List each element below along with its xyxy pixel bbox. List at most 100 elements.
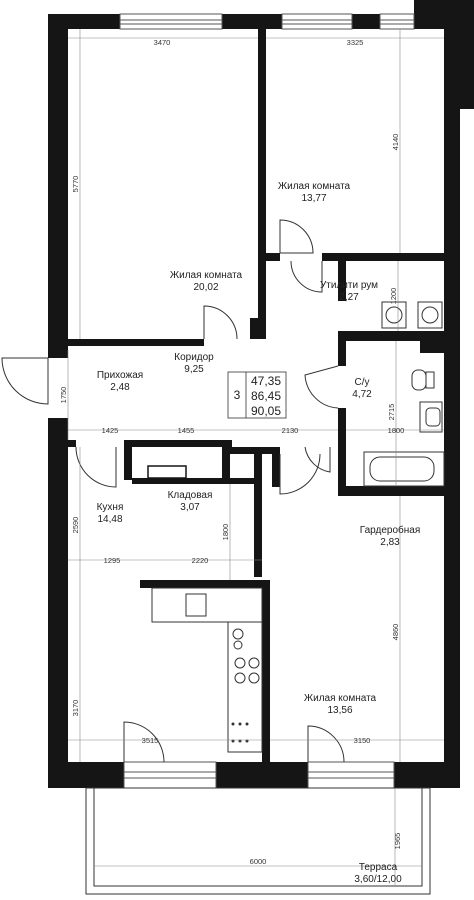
door-entrance: [1, 357, 49, 405]
dim-1800-pantry: 1800: [221, 524, 230, 541]
wall-bath-left-b: [338, 408, 346, 496]
window-living1: [119, 13, 223, 30]
fixtures: [151, 301, 445, 753]
door-wardrobe: [279, 453, 321, 495]
door-utility: [290, 260, 323, 293]
dim-3470: 3470: [154, 38, 171, 47]
dim-1200: 1200: [389, 288, 398, 305]
room-terrace-area: 3,60/12,00: [354, 874, 402, 885]
terrace-outline: [85, 787, 431, 895]
area-summary: 3 47,35 86,45 90,05: [227, 371, 287, 419]
room-living1-area: 20,02: [193, 282, 218, 293]
washbasin: [419, 401, 443, 433]
toilet: [411, 369, 427, 391]
wall-bottom-left: [48, 762, 124, 788]
wall-utility-top-b: [322, 253, 444, 261]
window-living2: [281, 13, 353, 30]
wall-wardrobe-left2: [272, 447, 280, 487]
window-living3: [307, 761, 395, 789]
door-bath: [304, 365, 339, 409]
dim-2715: 2715: [387, 404, 396, 421]
room-pantry-area: 3,07: [180, 502, 200, 513]
dim-2130: 2130: [282, 426, 299, 435]
room-wardrobe-area: 2,83: [380, 537, 400, 548]
wall-wardrobe-left: [254, 447, 262, 577]
washing-machine-2: [417, 301, 443, 329]
wall-utility-bottom-r: [420, 331, 444, 353]
wall-living-divider: [258, 29, 266, 339]
doors: [1, 219, 345, 763]
dim-1295: 1295: [104, 556, 121, 565]
dim-3325: 3325: [347, 38, 364, 47]
wall-kitchen-mid: [140, 580, 262, 588]
room-kitchen-area: 14,48: [97, 514, 122, 525]
dim-3150: 3150: [354, 736, 371, 745]
wall-pantry-right: [222, 447, 230, 482]
kitchen-counter-side: [227, 621, 263, 753]
wall-right-side: [444, 14, 460, 788]
wall-utility-top-a: [266, 253, 280, 261]
wall-bottom-mid: [216, 762, 308, 788]
stove-burner: [234, 657, 246, 669]
wall-corridor-bottom-d: [222, 447, 278, 454]
room-kitchen-name: Кухня: [97, 502, 124, 513]
dim-3170: 3170: [71, 700, 80, 717]
walls: [48, 0, 474, 788]
wall-bath-bottom: [338, 486, 444, 496]
room-hall-name: Прихожая: [97, 370, 143, 381]
kitchen-sink: [185, 593, 207, 617]
wall-corridor-bottom-b: [124, 440, 132, 480]
wall-left-lower: [48, 418, 68, 788]
dim-2590: 2590: [71, 517, 80, 534]
pantry-shelf: [147, 465, 187, 479]
window-kitchen: [123, 761, 217, 789]
room-living2-name: Жилая комната: [278, 181, 351, 192]
dimension-lines: [67, 29, 444, 886]
wall-corridor-bottom-a: [68, 440, 76, 447]
wall-bath-left: [338, 341, 346, 366]
wall-top-mid2: [352, 14, 380, 29]
bathtub: [363, 451, 445, 487]
dim-6000: 6000: [250, 857, 267, 866]
wall-utility-bottom: [338, 331, 444, 341]
dim-5770: 5770: [71, 176, 80, 193]
wall-left-upper: [48, 14, 68, 358]
door-kitchen-terrace: [123, 721, 165, 763]
dim-1455: 1455: [178, 426, 195, 435]
door-kitchen: [75, 446, 117, 488]
door-living2: [279, 219, 314, 254]
heater-dots: [231, 722, 249, 743]
room-hall-area: 2,48: [110, 382, 130, 393]
room-living3-area: 13,56: [327, 705, 352, 716]
door-living1: [203, 305, 238, 340]
room-living2-area: 13,77: [301, 193, 326, 204]
dimension-labels: 3470 3325 4140 5770 1200 1750 1425 1455 …: [59, 38, 404, 866]
wall-utility-left: [338, 261, 346, 301]
summary-full-area: 90,05: [251, 404, 281, 418]
summary-total-area: 86,45: [251, 389, 281, 403]
room-bath-area: 4,72: [352, 389, 372, 400]
room-utility-name: Утилити рум: [320, 280, 378, 291]
room-corridor-name: Коридор: [174, 352, 214, 363]
window-living2-b: [379, 13, 415, 30]
room-corridor-area: 9,25: [184, 364, 204, 375]
dim-1800-bath: 1800: [388, 426, 405, 435]
dim-4860: 4860: [391, 624, 400, 641]
dim-2220: 2220: [192, 556, 209, 565]
dim-3515: 3515: [142, 736, 159, 745]
room-terrace-name: Терраса: [359, 862, 398, 873]
wall-living1-bottom-a: [68, 339, 204, 346]
washing-machine-1: [381, 301, 407, 329]
room-wardrobe-name: Гардеробная: [360, 524, 421, 536]
room-utility-area: 2,27: [339, 292, 359, 303]
wall-living3-left: [262, 580, 270, 762]
summary-rooms-count: 3: [234, 388, 241, 402]
wall-top-mid: [222, 14, 282, 29]
room-living3-name: Жилая комната: [304, 693, 377, 704]
room-labels: Жилая комната 20,02 Жилая комната 13,77 …: [97, 181, 421, 885]
dim-1750: 1750: [59, 387, 68, 404]
summary-living-area: 47,35: [251, 374, 281, 388]
wall-corridor-bottom-c: [132, 440, 232, 447]
dim-1965: 1965: [393, 833, 402, 850]
